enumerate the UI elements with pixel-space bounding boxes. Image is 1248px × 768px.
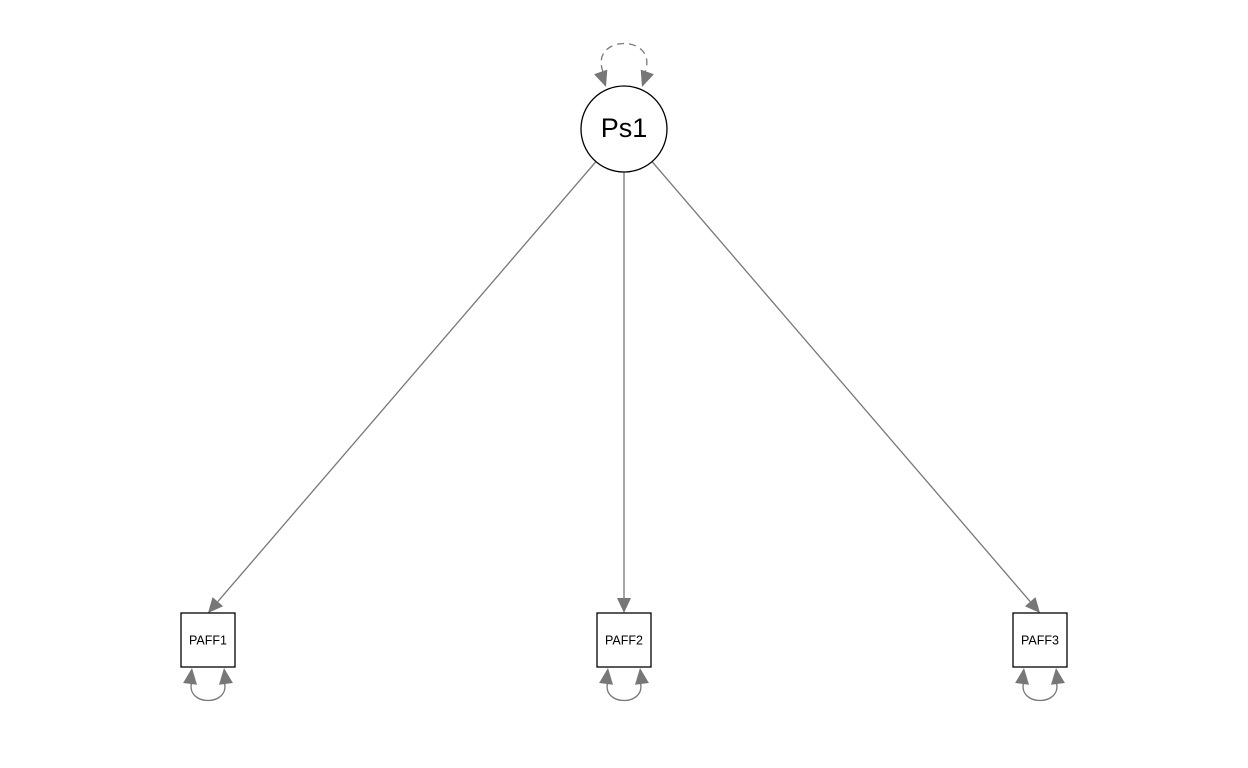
observed-label: PAFF3 <box>1021 633 1059 647</box>
loading-arrowhead-paff2 <box>617 598 631 613</box>
residual-arrowhead-right-paff1 <box>219 668 233 685</box>
latent-residual-arrowhead-left <box>594 69 608 87</box>
residual-loop-paff1 <box>190 680 226 701</box>
observed-node-paff1: PAFF1 <box>180 612 236 668</box>
latent-residual-loop <box>600 43 648 73</box>
residual-loop-paff2 <box>606 680 642 701</box>
residual-arrowhead-left-paff1 <box>183 668 197 685</box>
residual-arrowhead-left-paff3 <box>1015 668 1029 685</box>
loading-edge-paff1 <box>217 161 597 603</box>
residual-arrowhead-left-paff2 <box>599 668 613 685</box>
latent-label: Ps1 <box>601 113 648 143</box>
residual-arrowhead-right-paff3 <box>1051 668 1065 685</box>
observed-box <box>596 612 652 668</box>
latent-residual-arrowhead-right <box>640 69 654 87</box>
loading-arrowhead-paff3 <box>1024 597 1040 613</box>
observed-node-paff2: PAFF2 <box>596 612 652 668</box>
latent-circle <box>580 85 668 173</box>
latent-node-ps1: Ps1 <box>580 85 668 173</box>
edges-layer <box>208 161 1040 613</box>
observed-box <box>1012 612 1068 668</box>
observed-box <box>180 612 236 668</box>
observed-label: PAFF2 <box>605 633 643 647</box>
residual-loop-paff3 <box>1022 680 1058 701</box>
residual-loops-layer <box>183 43 1065 701</box>
observed-label: PAFF1 <box>189 633 227 647</box>
loading-arrowhead-paff1 <box>208 597 224 613</box>
loading-edge-paff3 <box>651 161 1031 603</box>
observed-node-paff3: PAFF3 <box>1012 612 1068 668</box>
residual-arrowhead-right-paff2 <box>635 668 649 685</box>
